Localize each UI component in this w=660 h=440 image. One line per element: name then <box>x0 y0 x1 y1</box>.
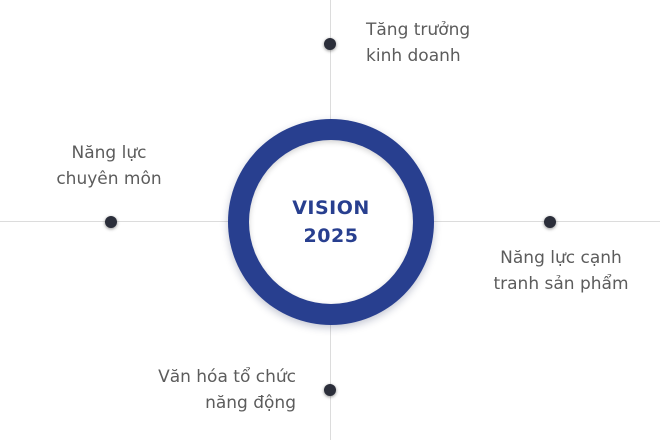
node-dot-left <box>105 216 117 228</box>
label-line: Tăng trưởng <box>366 20 471 40</box>
label-line: Văn hóa tổ chức <box>158 367 296 387</box>
vision-ring: VISION 2025 <box>228 119 434 325</box>
node-dot-bottom <box>324 384 336 396</box>
vision-center: VISION 2025 <box>249 140 413 304</box>
label-professional-competence: Năng lực chuyên môn <box>48 140 170 192</box>
node-dot-top <box>324 38 336 50</box>
label-product-competitiveness: Năng lực cạnh tranh sản phẩm <box>488 245 634 297</box>
label-line: năng động <box>205 393 296 413</box>
label-business-growth: Tăng trưởng kinh doanh <box>366 17 470 69</box>
vision-year: 2025 <box>303 225 359 247</box>
label-line: chuyên môn <box>56 169 162 189</box>
label-line: kinh doanh <box>366 46 461 66</box>
label-line: Năng lực cạnh <box>500 248 622 268</box>
label-line: Năng lực <box>71 143 147 163</box>
label-organizational-culture: Văn hóa tổ chức năng động <box>150 364 296 416</box>
label-line: tranh sản phẩm <box>493 274 629 294</box>
node-dot-right <box>544 216 556 228</box>
vision-title: VISION <box>292 197 370 219</box>
